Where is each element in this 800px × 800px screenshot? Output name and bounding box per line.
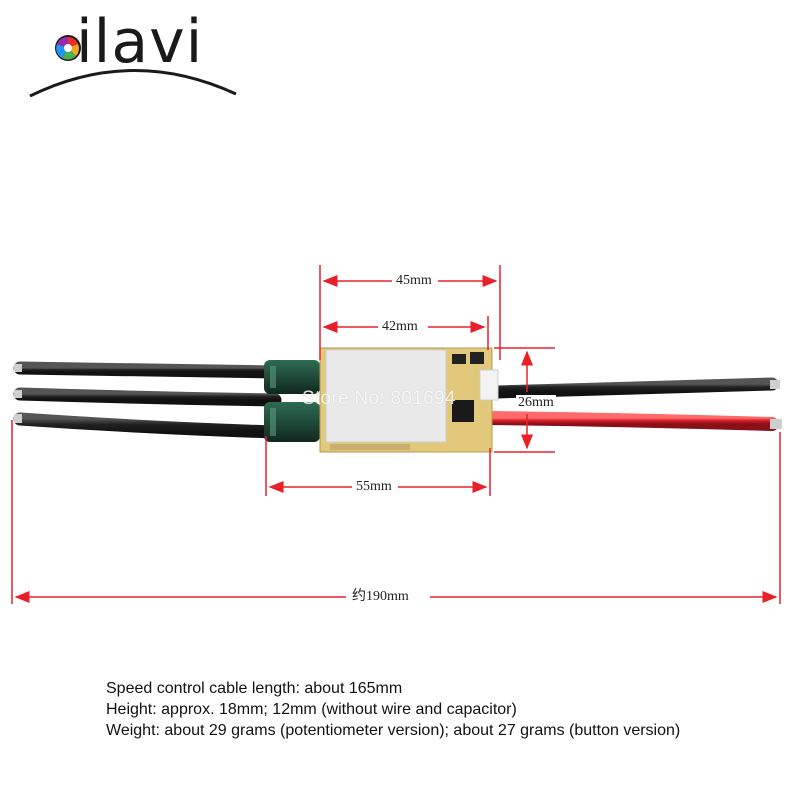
chip xyxy=(470,352,484,364)
shrink-label xyxy=(325,349,447,443)
power-wire-tip-red xyxy=(770,419,782,429)
capacitor-stripe xyxy=(270,408,276,436)
dim-label-26mm: 26mm xyxy=(516,395,556,411)
capacitor-top xyxy=(264,360,320,394)
connector xyxy=(479,369,499,401)
spec-list: Speed control cable length: about 165mm … xyxy=(106,678,786,741)
capacitor-bottom xyxy=(264,402,320,442)
esc-board xyxy=(319,347,499,453)
dim-label-190mm: 约190mm xyxy=(350,589,411,605)
wire-tip-2 xyxy=(14,390,22,398)
chip xyxy=(452,354,466,364)
spec-weight: Weight: about 29 grams (potentiometer ve… xyxy=(106,722,681,739)
pcb-edge xyxy=(330,444,410,450)
store-watermark: Store No: 801694 xyxy=(302,388,456,409)
motor-wire-3 xyxy=(13,412,282,439)
wire-tip-3 xyxy=(14,414,22,423)
motor-wires xyxy=(13,361,282,439)
logo-graphic xyxy=(29,35,237,98)
dim-label-45mm: 45mm xyxy=(394,273,434,289)
logo-color-wheel-icon xyxy=(55,35,81,61)
capacitor-stripe xyxy=(270,366,276,388)
capacitors xyxy=(264,360,320,442)
dim-label-42mm: 42mm xyxy=(380,319,420,335)
brand-logo: ailaviilavi xyxy=(22,6,242,98)
power-wire-red xyxy=(483,411,779,431)
mcu-chip xyxy=(452,400,474,422)
dim-label-55mm: 55mm xyxy=(354,479,394,495)
motor-wire-2 xyxy=(13,387,282,407)
power-wire-tip-black xyxy=(770,380,780,389)
motor-wire-1 xyxy=(13,361,282,379)
dimension-lines xyxy=(11,265,781,604)
logo-wordmark: ailaviilavi xyxy=(76,7,204,77)
wire-tip-1 xyxy=(14,364,22,372)
power-wire-black xyxy=(489,377,779,399)
spec-cable-length: Speed control cable length: about 165mm xyxy=(106,680,403,697)
power-wires xyxy=(483,377,782,431)
spec-height: Height: approx. 18mm; 12mm (without wire… xyxy=(106,701,517,718)
